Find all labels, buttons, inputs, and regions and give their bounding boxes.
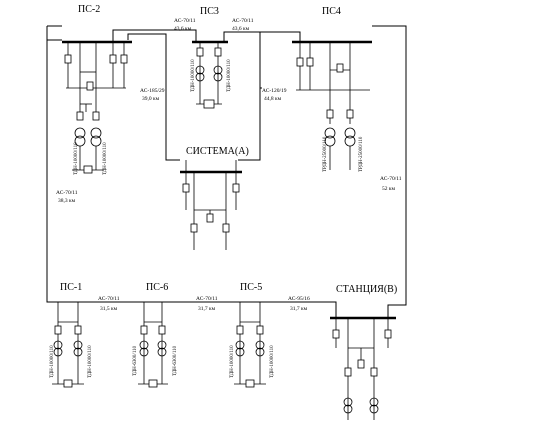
line-ps2-ps3-length: 43,6 км [174, 26, 192, 32]
substation-ps3: ТДН-10000/110 ТДН-10000/110 [191, 40, 232, 109]
ps4-label: ПС4 [322, 6, 341, 17]
ps6-transformer-label-b: ТДН-6300/110 [173, 345, 178, 376]
ps4-transformer-label-a: ТРДН-25000/110 [323, 136, 328, 172]
line-ps2-system-type: АС-185/29 [140, 88, 165, 94]
line-ps4-station-length: 52 км [382, 186, 396, 192]
line-ps2-system-length: 39,0 км [142, 96, 160, 102]
system-label: СИСТЕМА(А) [186, 146, 249, 157]
line-ps2-ps3 [112, 29, 197, 42]
line-ps2-ps1 [46, 38, 70, 303]
ps6-transformer-label-a: ТДН-6300/110 [133, 345, 138, 376]
line-ps4-station [372, 25, 407, 318]
line-ps4-system-type: АС-120/19 [262, 88, 287, 94]
line-ps6-ps5-length: 31,7 км [198, 306, 216, 312]
ps3-transformer-label-b: ТДН-10000/110 [227, 59, 232, 92]
ps5-label: ПС-5 [240, 282, 262, 293]
line-ps5-station-length: 31,7 км [290, 306, 308, 312]
substation-ps4: ТРДН-25000/110 ТРДН-25000/110 [292, 40, 372, 172]
line-ps6-ps5-type: АС-70/11 [196, 296, 218, 302]
line-ps4-station-type: АС-70/11 [380, 176, 402, 182]
ps2-label: ПС-2 [78, 4, 100, 15]
line-ps4-system [238, 88, 261, 161]
line-ps4-system-length: 44,8 км [264, 96, 282, 102]
line-ps2-ps1-length: 38,3 км [58, 198, 76, 204]
station-b [330, 316, 396, 420]
ps1-transformer-label-a: ТДН-10000/110 [50, 345, 55, 378]
line-ps3-ps4-type: АС-70/11 [232, 18, 254, 24]
substation-ps2: ТДН-10000/110 ТДН-10000/110 [62, 40, 132, 175]
network-lines [46, 25, 407, 318]
line-ps2-ps1-type: АС-70/11 [56, 190, 78, 196]
ps1-transformer-label-b: ТДН-10000/110 [88, 345, 93, 378]
ps3-transformer-label-a: ТДН-10000/110 [191, 59, 196, 92]
system-a [180, 160, 242, 250]
ps2-transformer-label-a: ТДН-10000/110 [74, 142, 79, 175]
line-ps3-ps4-length: 43,6 км [232, 26, 250, 32]
substation-ps5: ТДН-10000/110 ТДН-10000/110 [230, 302, 275, 388]
line-ps1-ps6-length: 31,5 км [100, 306, 118, 312]
substation-ps6: ТДН-6300/110 ТДН-6300/110 [133, 302, 178, 388]
substation-ps1: ТДН-10000/110 ТДН-10000/110 [50, 302, 93, 388]
line-ps2-system [127, 33, 180, 161]
ps5-transformer-label-a: ТДН-10000/110 [230, 345, 235, 378]
line-ps1-ps6-type: АС-70/11 [98, 296, 120, 302]
ps2-transformer-label-b: ТДН-10000/110 [103, 142, 108, 175]
ps1-label: ПС-1 [60, 282, 82, 293]
ps3-label: ПС3 [200, 6, 219, 17]
ps6-label: ПС-6 [146, 282, 168, 293]
line-ps5-station [248, 301, 337, 318]
line-ps2-ps3-type: АС-70/11 [174, 18, 196, 24]
ps5-transformer-label-b: ТДН-10000/110 [270, 345, 275, 378]
line-labels: АС-70/11 43,6 км АС-70/11 43,6 км АС-185… [56, 18, 402, 312]
substation-labels: ПС-2 ПС3 ПС4 ПС-1 ПС-6 ПС-5 СИСТЕМА(А) С… [60, 4, 397, 295]
line-ps5-station-type: АС-95/16 [288, 296, 310, 302]
station-label: СТАНЦИЯ(В) [336, 284, 397, 295]
ps4-transformer-label-b: ТРДН-25000/110 [359, 136, 364, 172]
